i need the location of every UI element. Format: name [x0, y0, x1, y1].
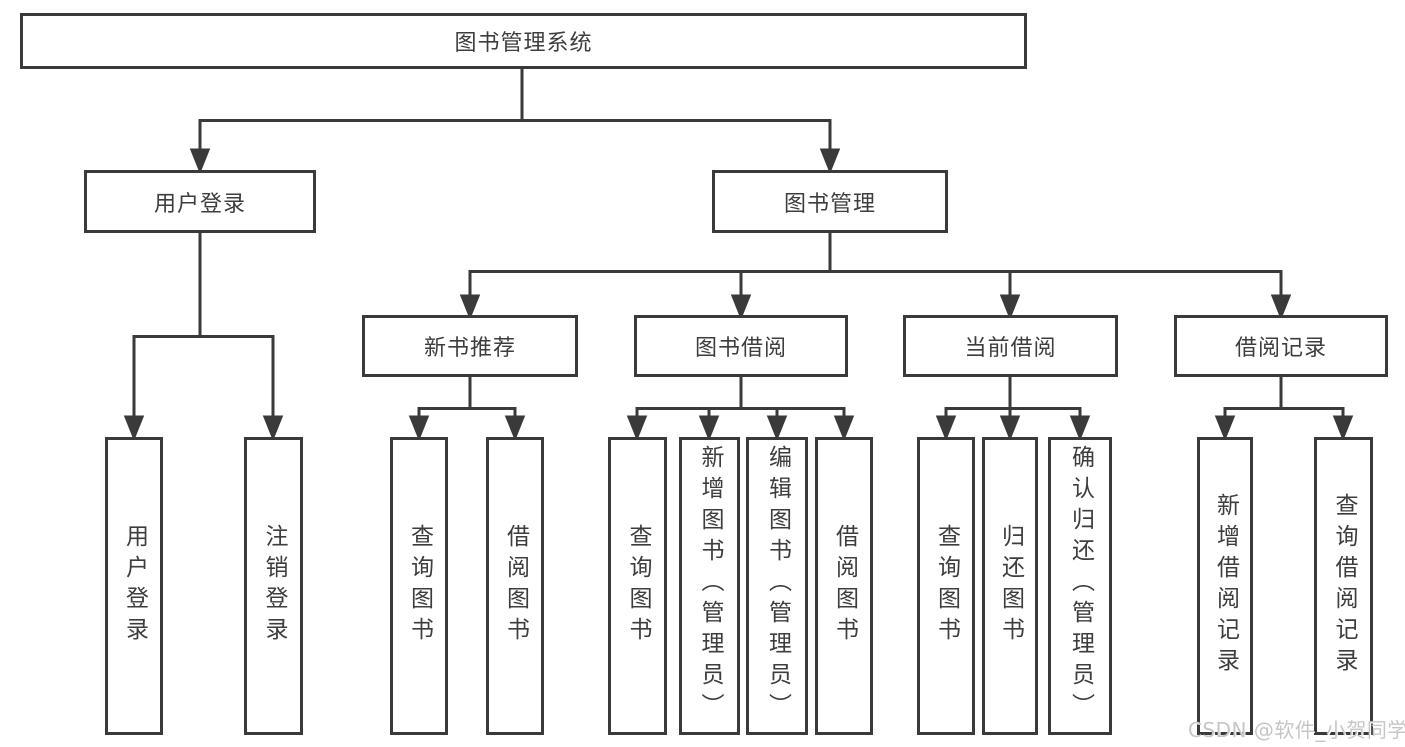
node-user-login-label: 用户登录	[153, 191, 246, 217]
node-root-label: 图书管理系统	[454, 31, 593, 56]
arrowhead-book-borrow	[730, 294, 752, 321]
csdn-watermark: CSDN @软件_小贺同学	[1188, 718, 1405, 742]
node-user-login: 用户登录	[84, 170, 316, 233]
arrowhead-current-return	[999, 415, 1021, 442]
arrowhead-borrow-add	[698, 415, 720, 442]
leaf-logout-label: 注销登录	[261, 524, 287, 648]
arrowhead-new-book-recommend	[459, 294, 481, 321]
arrowhead-borrow-record	[1270, 294, 1292, 321]
leaf-borrow-borrow-book: 借阅图书	[815, 437, 873, 735]
arrowhead-leaf-logout	[262, 415, 284, 442]
leaf-record-query-label: 查询借阅记录	[1331, 493, 1357, 679]
leaf-current-return-book-label: 归还图书	[997, 524, 1024, 648]
node-borrow-record: 借阅记录	[1174, 315, 1388, 377]
node-borrow-record-label: 借阅记录	[1234, 336, 1327, 361]
leaf-user-login: 用户登录	[105, 437, 163, 735]
arrowhead-borrow-query	[626, 415, 648, 442]
node-new-book-recommend-label: 新书推荐	[423, 336, 516, 361]
node-book-management: 图书管理	[712, 170, 948, 233]
arrowhead-recommend-borrow	[504, 415, 526, 442]
leaf-recommend-borrow-book-label: 借阅图书	[502, 524, 529, 648]
arrowhead-borrow-edit	[766, 415, 788, 442]
leaf-current-return-book: 归还图书	[982, 437, 1038, 735]
node-root: 图书管理系统	[20, 13, 1027, 69]
arrowhead-current-confirm	[1069, 415, 1091, 442]
leaf-current-query-book: 查询图书	[917, 437, 975, 735]
node-book-management-label: 图书管理	[783, 191, 876, 217]
leaf-borrow-add-book-label: 新增图书（管理员）	[697, 445, 723, 724]
arrowhead-leaf-user-login	[123, 415, 145, 442]
leaf-borrow-borrow-book-label: 借阅图书	[831, 524, 858, 648]
leaf-user-login-label: 用户登录	[121, 524, 148, 648]
leaf-recommend-query-book-label: 查询图书	[406, 524, 433, 648]
leaf-record-query: 查询借阅记录	[1314, 437, 1373, 735]
arrowhead-record-query	[1332, 415, 1354, 442]
leaf-borrow-edit-book: 编辑图书（管理员）	[746, 437, 808, 735]
leaf-borrow-edit-book-label: 编辑图书（管理员）	[764, 445, 791, 724]
leaf-current-confirm-return-label: 确认归还（管理员）	[1067, 445, 1094, 724]
arrowhead-book-management	[819, 148, 841, 175]
arrowhead-recommend-query	[408, 415, 430, 442]
leaf-borrow-query-book: 查询图书	[608, 437, 667, 735]
arrowhead-current-query	[935, 415, 957, 442]
node-new-book-recommend: 新书推荐	[362, 315, 578, 377]
arrowhead-user-login	[189, 148, 211, 175]
node-current-borrow: 当前借阅	[903, 315, 1118, 377]
leaf-borrow-query-book-label: 查询图书	[625, 524, 651, 648]
arrowhead-borrow-borrow	[833, 415, 855, 442]
leaf-record-add: 新增借阅记录	[1197, 437, 1253, 735]
leaf-recommend-query-book: 查询图书	[390, 437, 448, 735]
leaf-current-confirm-return: 确认归还（管理员）	[1048, 437, 1112, 735]
leaf-logout: 注销登录	[244, 437, 303, 735]
leaf-recommend-borrow-book: 借阅图书	[486, 437, 544, 735]
node-current-borrow-label: 当前借阅	[964, 336, 1057, 361]
arrowhead-record-add	[1214, 415, 1236, 442]
leaf-current-query-book-label: 查询图书	[933, 524, 960, 648]
node-book-borrow-label: 图书借阅	[694, 336, 787, 361]
leaf-borrow-add-book: 新增图书（管理员）	[679, 437, 740, 735]
leaf-record-add-label: 新增借阅记录	[1212, 493, 1239, 679]
arrowhead-current-borrow	[999, 294, 1021, 321]
node-book-borrow: 图书借阅	[634, 315, 848, 377]
